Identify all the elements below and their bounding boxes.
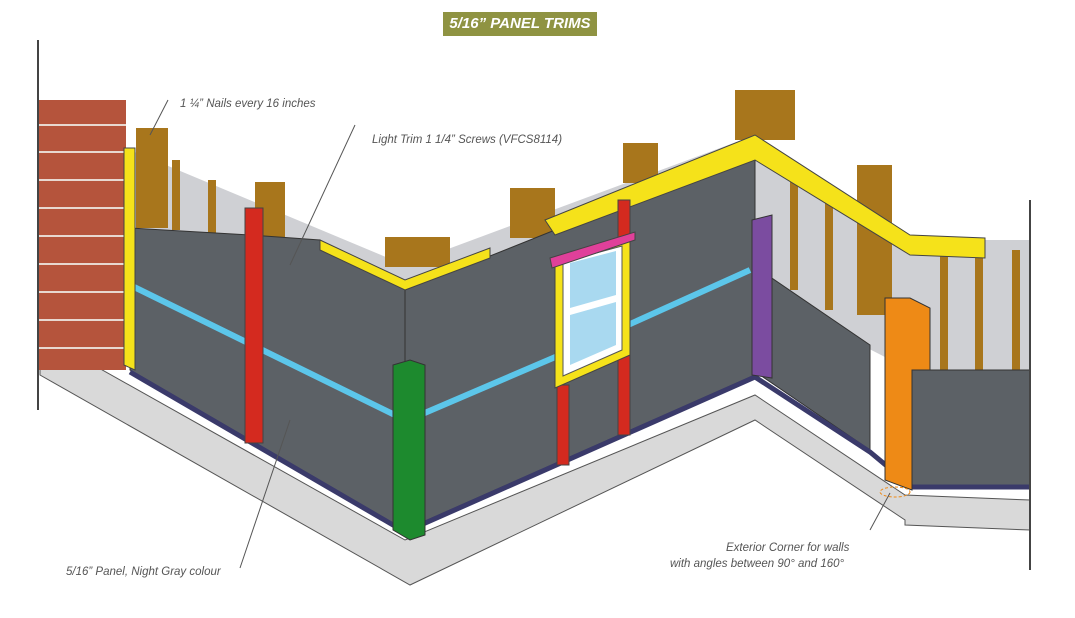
diagram-title: 5/16” PANEL TRIMS (443, 12, 597, 36)
red-vertical-trim-window-right (617, 354, 631, 436)
corner-label-line2: with angles between 90° and 160° (670, 558, 845, 570)
foundation (39, 334, 1031, 586)
leader-lines (149, 99, 891, 569)
yellow-vertical-trim (123, 147, 136, 371)
orange-exterior-corner-trim (884, 297, 931, 491)
blue-h-trim-middle-2 (626, 267, 752, 328)
studs (136, 90, 1020, 370)
window (549, 231, 636, 389)
far-right-wall-panel (911, 369, 1031, 486)
purple-corner-trim (751, 214, 773, 379)
brick-wall (38, 100, 126, 370)
screws-label: Light Trim 1 1/4” Screws (VFCS8114) (372, 134, 563, 146)
nails-label: 1 ¼” Nails every 16 inches (180, 98, 316, 110)
red-vertical-trim-window-top (617, 199, 631, 239)
red-vertical-trim-left (244, 207, 264, 444)
corner-marker (879, 486, 911, 498)
green-corner-trim (392, 359, 426, 541)
blue-h-trim-middle (418, 352, 562, 418)
base-trim (128, 369, 1030, 535)
red-vertical-trim-window-left (556, 384, 570, 466)
panel-label: 5/16” Panel, Night Gray colour (66, 566, 221, 578)
yellow-top-trim-left (319, 239, 491, 291)
blue-h-trim-left (128, 282, 407, 423)
corner-label-line1: Exterior Corner for walls (726, 542, 850, 554)
